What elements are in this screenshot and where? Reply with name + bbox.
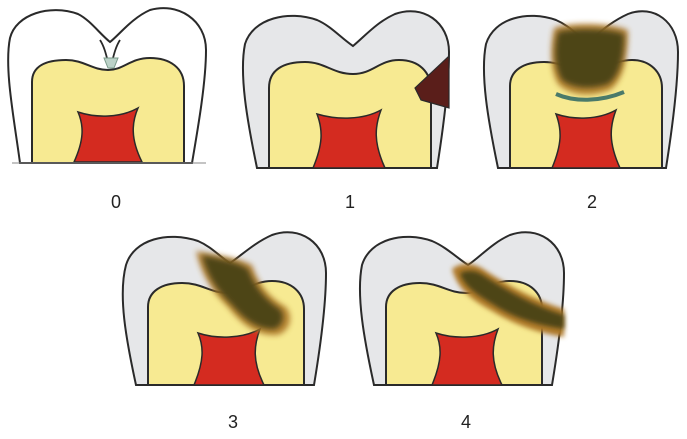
- stage-label-2: 2: [572, 192, 612, 213]
- pulp: [432, 329, 502, 385]
- tooth-stage-4: [352, 225, 577, 390]
- pulp: [552, 110, 620, 168]
- pulp: [74, 108, 142, 162]
- tooth-stage-2: [478, 0, 687, 175]
- pulp: [313, 110, 385, 168]
- stage-label-0: 0: [96, 192, 136, 213]
- stage-label-3: 3: [213, 412, 253, 433]
- pulp: [194, 329, 264, 385]
- tooth-stage-3: [118, 225, 338, 390]
- stage-label-4: 4: [446, 412, 486, 433]
- stage-label-1: 1: [330, 192, 370, 213]
- tooth-stage-1: [235, 0, 465, 175]
- tooth-stage-0: [0, 0, 220, 175]
